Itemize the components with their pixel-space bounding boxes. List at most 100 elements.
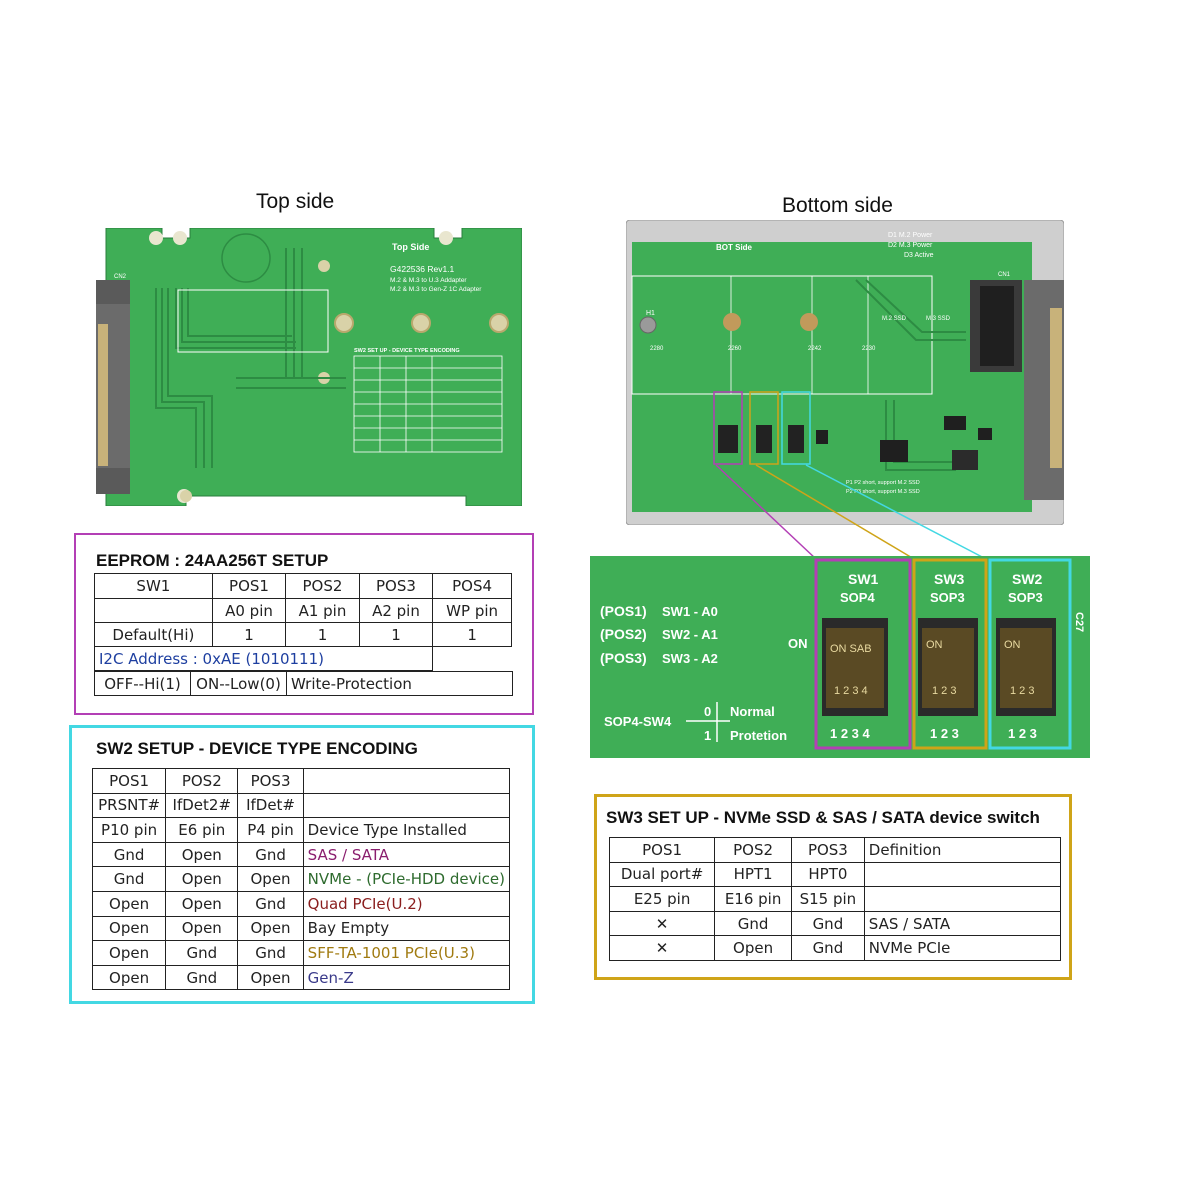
table-cell: Definition — [863, 837, 1062, 863]
table-cell: S15 pin — [791, 886, 865, 912]
sw1-zoom: SW1 SOP4 ON SAB 1 2 3 4 1 2 3 4 — [814, 558, 912, 750]
eeprom-header-cell: POS1 — [211, 573, 287, 599]
p1p2-label: P1 P2 short, support M.2 SSD — [846, 480, 920, 486]
zoom-sw3-a2: SW3 - A2 — [662, 651, 718, 666]
bot-pcb-label: BOT Side — [716, 243, 753, 252]
eeprom-cell — [432, 646, 512, 671]
eeprom-off-hi: OFF--Hi(1) — [94, 671, 191, 696]
zoom-protection: Protetion — [730, 728, 787, 743]
zoom-sop4-sw4: SOP4-SW4 — [604, 714, 672, 729]
table-cell: NVMe - (PCIe-HDD device) — [302, 866, 511, 892]
eeprom-cell: A1 pin — [285, 598, 360, 623]
eeprom-setup-box: EEPROM : 24AA256T SETUP SW1 POS1 POS2 PO… — [74, 533, 534, 715]
p2p3-label: P2 P3 short, support M.3 SSD — [846, 489, 920, 495]
svg-text:ON SAB: ON SAB — [830, 643, 872, 655]
svg-text:1 2 3 4: 1 2 3 4 — [834, 685, 868, 697]
eeprom-cell: 1 — [432, 622, 512, 647]
table-cell: Open — [237, 915, 304, 942]
table-cell: Gnd — [165, 940, 239, 966]
table-cell: Gnd — [791, 910, 865, 937]
cn2-label: CN2 — [114, 274, 127, 280]
eeprom-cell: 1 — [285, 622, 360, 647]
led2-label: D2 M.3 Power — [888, 242, 933, 249]
table-cell: SAS / SATA — [863, 910, 1062, 937]
zoom-sw2-a1: SW2 - A1 — [662, 627, 718, 642]
table-cell: Open — [91, 890, 167, 917]
table-cell: ✕ — [608, 935, 716, 961]
svg-text:1 2 3: 1 2 3 — [930, 726, 959, 741]
zoom-sw1-a0: SW1 - A0 — [662, 604, 718, 619]
zoom-pos1: (POS1) — [600, 603, 647, 619]
table-cell: Open — [165, 915, 239, 942]
svg-text:SOP3: SOP3 — [1008, 590, 1043, 605]
eeprom-title: EEPROM : 24AA256T SETUP — [96, 551, 329, 570]
table-cell: Open — [91, 940, 167, 966]
table-cell: POS2 — [714, 837, 792, 863]
eeprom-header-cell: POS4 — [432, 573, 512, 599]
svg-text:1 2 3: 1 2 3 — [932, 685, 956, 697]
zoom-protection-bit: 1 — [704, 728, 711, 743]
table-cell: SFF-TA-1001 PCIe(U.3) — [302, 940, 511, 966]
table-cell: POS3 — [237, 768, 304, 794]
table-cell — [863, 861, 1062, 888]
top-pcb-line1: M.2 & M.3 to U.3 Addapter — [390, 277, 467, 284]
table-cell: SAS / SATA — [302, 841, 511, 868]
eeprom-legend-table: OFF--Hi(1) ON--Low(0) Write-Protection — [94, 671, 513, 696]
table-cell: Open — [91, 915, 167, 942]
table-cell: POS2 — [165, 768, 239, 794]
eeprom-header-cell: POS3 — [358, 573, 434, 599]
led3-label: D3 Active — [904, 252, 934, 259]
table-cell: P10 pin — [91, 817, 167, 843]
svg-text:SW3: SW3 — [934, 571, 965, 587]
table-cell: Gnd — [237, 841, 304, 868]
table-cell: Gen-Z — [302, 964, 511, 991]
top-side-pcb: Top Side G422536 Rev1.1 M.2 & M.3 to U.3… — [96, 228, 522, 506]
svg-text:1 2 3: 1 2 3 — [1008, 726, 1037, 741]
table-cell: Gnd — [91, 866, 167, 892]
size-2242: 2242 — [808, 346, 822, 352]
table-cell: Gnd — [237, 940, 304, 966]
bottom-side-caption: Bottom side — [782, 194, 893, 217]
table-cell: HPT1 — [714, 861, 792, 888]
table-cell: Gnd — [791, 935, 865, 961]
switch-zoom-panel: (POS1) (POS2) (POS3) SW1 - A0 SW2 - A1 S… — [590, 556, 1090, 758]
table-cell: Open — [165, 866, 239, 892]
svg-text:1 2 3 4: 1 2 3 4 — [830, 726, 871, 741]
zoom-c27: C27 — [1073, 612, 1085, 632]
top-silk-table — [353, 355, 503, 453]
top-pcb-label: Top Side — [392, 242, 429, 252]
table-cell: POS3 — [791, 837, 865, 863]
size-2280: 2280 — [650, 346, 664, 352]
eeprom-write-protection: Write-Protection — [286, 671, 513, 696]
zoom-normal-bit: 0 — [704, 704, 711, 719]
table-cell: IfDet2# — [165, 792, 239, 819]
table-cell: E16 pin — [714, 886, 792, 912]
eeprom-cell — [94, 598, 213, 623]
eeprom-header-cell: SW1 — [94, 573, 213, 599]
top-silk-table-title: SW2 SET UP - DEVICE TYPE ENCODING — [354, 348, 460, 354]
table-cell: Device Type Installed — [302, 817, 511, 843]
table-row: PRSNT#IfDet2#IfDet# — [91, 792, 511, 819]
top-pcb-line2: M.2 & M.3 to Gen-Z 1C Adapter — [390, 286, 482, 293]
table-cell: Open — [165, 841, 239, 868]
size-2260: 2260 — [728, 346, 742, 352]
table-cell: Dual port# — [608, 861, 716, 888]
bottom-side-pcb: BOT Side D1 M.2 Power D2 M.3 Power D3 Ac… — [626, 220, 1064, 525]
eeprom-cell: A0 pin — [211, 598, 287, 623]
cn1-label: CN1 — [998, 272, 1011, 278]
svg-text:SOP4: SOP4 — [840, 590, 875, 605]
h1-label: H1 — [646, 310, 655, 317]
eeprom-cell: Default(Hi) — [94, 622, 213, 647]
